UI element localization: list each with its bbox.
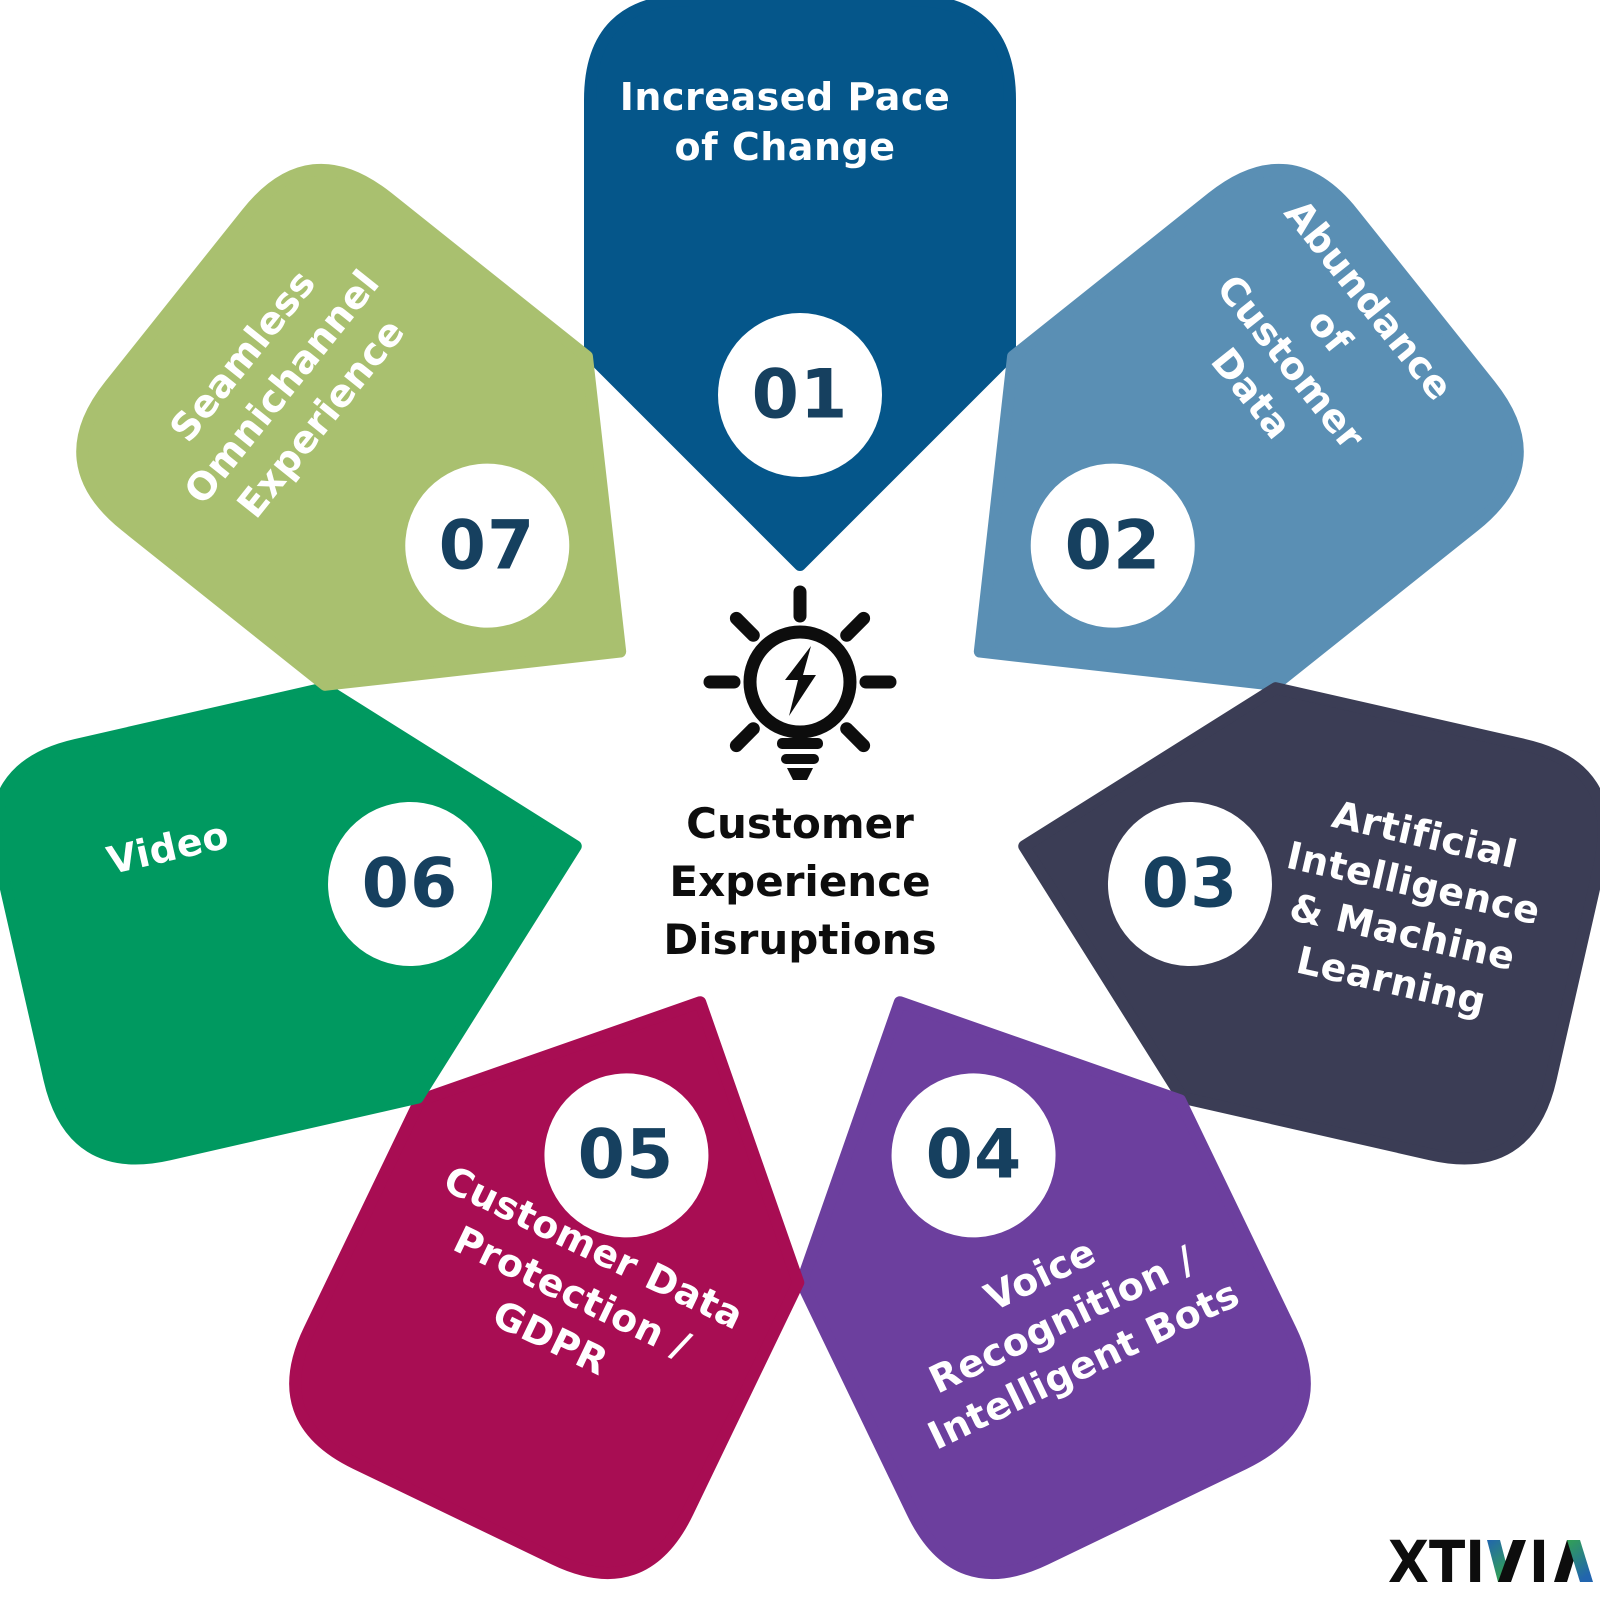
petal-label-01: Increased Pace of Change (619, 74, 951, 169)
lightning-bolt (785, 646, 816, 716)
logo-text-xti: XTI (1388, 1534, 1485, 1594)
number-circle-07 (405, 463, 570, 628)
logo-text-i: I (1529, 1534, 1549, 1594)
lightbulb-lightning-icon (703, 585, 897, 780)
number-circle-01 (718, 313, 882, 477)
petal-number-07: 07 (438, 506, 536, 586)
number-circle-04 (891, 1073, 1056, 1238)
number-circle-05 (544, 1073, 709, 1238)
xtivia-logo: XTI I (1388, 1534, 1593, 1594)
petal-number-06: 06 (361, 844, 459, 924)
logo-letter-a (1554, 1540, 1593, 1582)
petal-shape-01 (584, 0, 1016, 571)
number-circle-06 (328, 802, 493, 967)
diagram-title: Customer Experience Disruptions (663, 799, 937, 964)
petal-number-04: 04 (925, 1115, 1023, 1195)
logo-letter-v (1487, 1540, 1526, 1582)
petal-number-01: 01 (751, 355, 849, 435)
petal-number-02: 02 (1064, 506, 1162, 586)
petal-number-03: 03 (1141, 844, 1239, 924)
number-circle-03 (1107, 802, 1272, 967)
number-circle-02 (1030, 463, 1195, 628)
petal-number-05: 05 (577, 1115, 675, 1195)
